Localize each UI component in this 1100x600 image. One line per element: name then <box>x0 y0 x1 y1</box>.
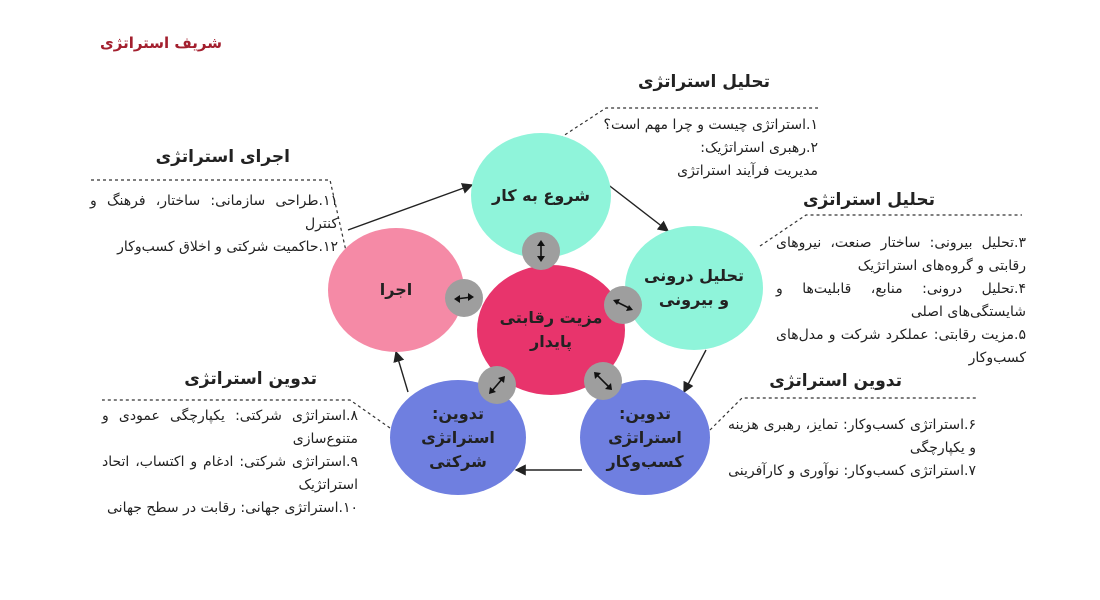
arrow-implementation-to-start <box>347 183 474 231</box>
notes-start: ۱.استراتژی چیست و چرا مهم است؟ ۲.رهبری ا… <box>600 114 818 183</box>
note-item: ۵.مزیت رقابتی: عملکرد شرکت و مدل‌های کسب… <box>776 327 1026 367</box>
business-label-line: تدوین: <box>619 403 671 423</box>
connector-implementation <box>445 279 483 317</box>
leader-implementation <box>90 179 349 261</box>
leader-analysis <box>759 214 1022 247</box>
center-label: مزیت رقابتی پایدار <box>490 306 613 354</box>
double-arrow-diagonal-icon <box>489 376 505 394</box>
center-label-line: مزیت رقابتی <box>499 308 603 327</box>
corporate-strategy-label: تدوین: استراتژی شرکتی <box>390 402 526 474</box>
brand-title: شریف استراتژی <box>100 34 222 52</box>
notes-business: ۶.استراتژی کسب‌وکار: تمایز، رهبری هزینه … <box>728 414 976 483</box>
analysis-label: تحلیل درونی و بیرونی <box>634 264 754 312</box>
arrow-corporate-to-implementation <box>393 350 409 393</box>
heading-analysis: تحلیل استراتژی <box>802 190 935 210</box>
note-item: ۱۱.طراحی سازمانی: ساختار، فرهنگ و کنترل <box>90 193 338 233</box>
connector-start <box>522 232 560 270</box>
note-item: ۳.تحلیل بیرونی: ساختار صنعت، نیروهای رقا… <box>776 235 1026 275</box>
business-label-line: استراتژی <box>608 427 682 447</box>
heading-start: تحلیل استراتژی <box>637 72 770 92</box>
leader-corporate <box>102 399 391 429</box>
note-item: ۸.استراتژی شرکتی: یکپارچگی عمودی و متنوع… <box>102 408 358 448</box>
business-strategy-label: تدوین: استراتژی کسب‌وکار <box>597 402 694 474</box>
connector-corporate <box>478 366 516 404</box>
start-circle: شروع به کار <box>471 133 611 258</box>
note-item: ۲.رهبری استراتژیک: <box>700 140 818 157</box>
note-item: مدیریت فرآیند استراتژی <box>677 163 818 180</box>
heading-business: تدوین استراتژی <box>769 371 902 391</box>
notes-analysis: ۳.تحلیل بیرونی: ساختار صنعت، نیروهای رقا… <box>776 232 1026 371</box>
connector-business <box>584 362 622 400</box>
double-arrow-vertical-icon <box>537 240 545 262</box>
note-item: ۶.استراتژی کسب‌وکار: تمایز، رهبری هزینه … <box>728 417 976 457</box>
implementation-circle: اجرا <box>328 228 464 352</box>
arrow-start-to-analysis <box>601 179 670 232</box>
corporate-label-line: تدوین: <box>432 403 484 423</box>
note-item: ۹.استراتژی شرکتی: ادغام و اکتساب، اتحاد … <box>102 454 358 494</box>
double-arrow-diagonal-icon <box>594 372 612 390</box>
analysis-circle: تحلیل درونی و بیرونی <box>625 226 763 350</box>
arrow-analysis-to-business <box>683 349 707 394</box>
notes-implementation: ۱۱.طراحی سازمانی: ساختار، فرهنگ و کنترل … <box>90 190 338 259</box>
implementation-label: اجرا <box>379 280 413 299</box>
notes-corporate: ۸.استراتژی شرکتی: یکپارچگی عمودی و متنوع… <box>102 405 358 520</box>
center-label-line: پایدار <box>530 332 572 351</box>
start-label: شروع به کار <box>492 185 590 205</box>
corporate-label-line: استراتژی شرکتی <box>421 427 495 471</box>
leader-start <box>559 107 818 139</box>
business-label-line: کسب‌وکار <box>606 451 684 471</box>
double-arrow-horizontal-icon <box>454 293 474 303</box>
analysis-label-line: و بیرونی <box>658 290 730 309</box>
note-item: ۷.استراتژی کسب‌وکار: نوآوری و کارآفرینی <box>728 463 976 480</box>
note-item: ۴.تحلیل درونی: منابع، قابلیت‌ها و شایستگ… <box>776 281 1026 321</box>
note-item: ۱۲.حاکمیت شرکتی و اخلاق کسب‌وکار <box>117 239 338 256</box>
note-item: ۱۰.استراتژی جهانی: رقابت در سطح جهانی <box>107 500 358 517</box>
double-arrow-diagonal-icon <box>613 299 633 311</box>
analysis-label-line: تحلیل درونی <box>644 266 745 285</box>
heading-corporate: تدوین استراتژی <box>184 369 317 389</box>
connector-analysis <box>604 286 642 324</box>
heading-implementation: اجرای استراتژی <box>155 147 290 167</box>
note-item: ۱.استراتژی چیست و چرا مهم است؟ <box>603 117 818 133</box>
